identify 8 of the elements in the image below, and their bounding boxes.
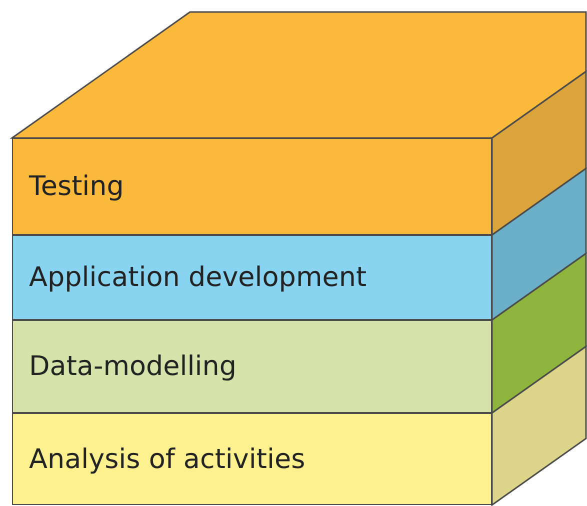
layer-label: Testing [29,171,124,202]
layer-block [12,413,492,505]
layer-label: Application development [29,262,367,293]
layer-block [12,235,492,320]
layer-label: Analysis of activities [29,444,306,474]
layer-block [12,320,492,413]
layer-label: Data-modelling [29,351,237,382]
layer-block [12,138,492,235]
